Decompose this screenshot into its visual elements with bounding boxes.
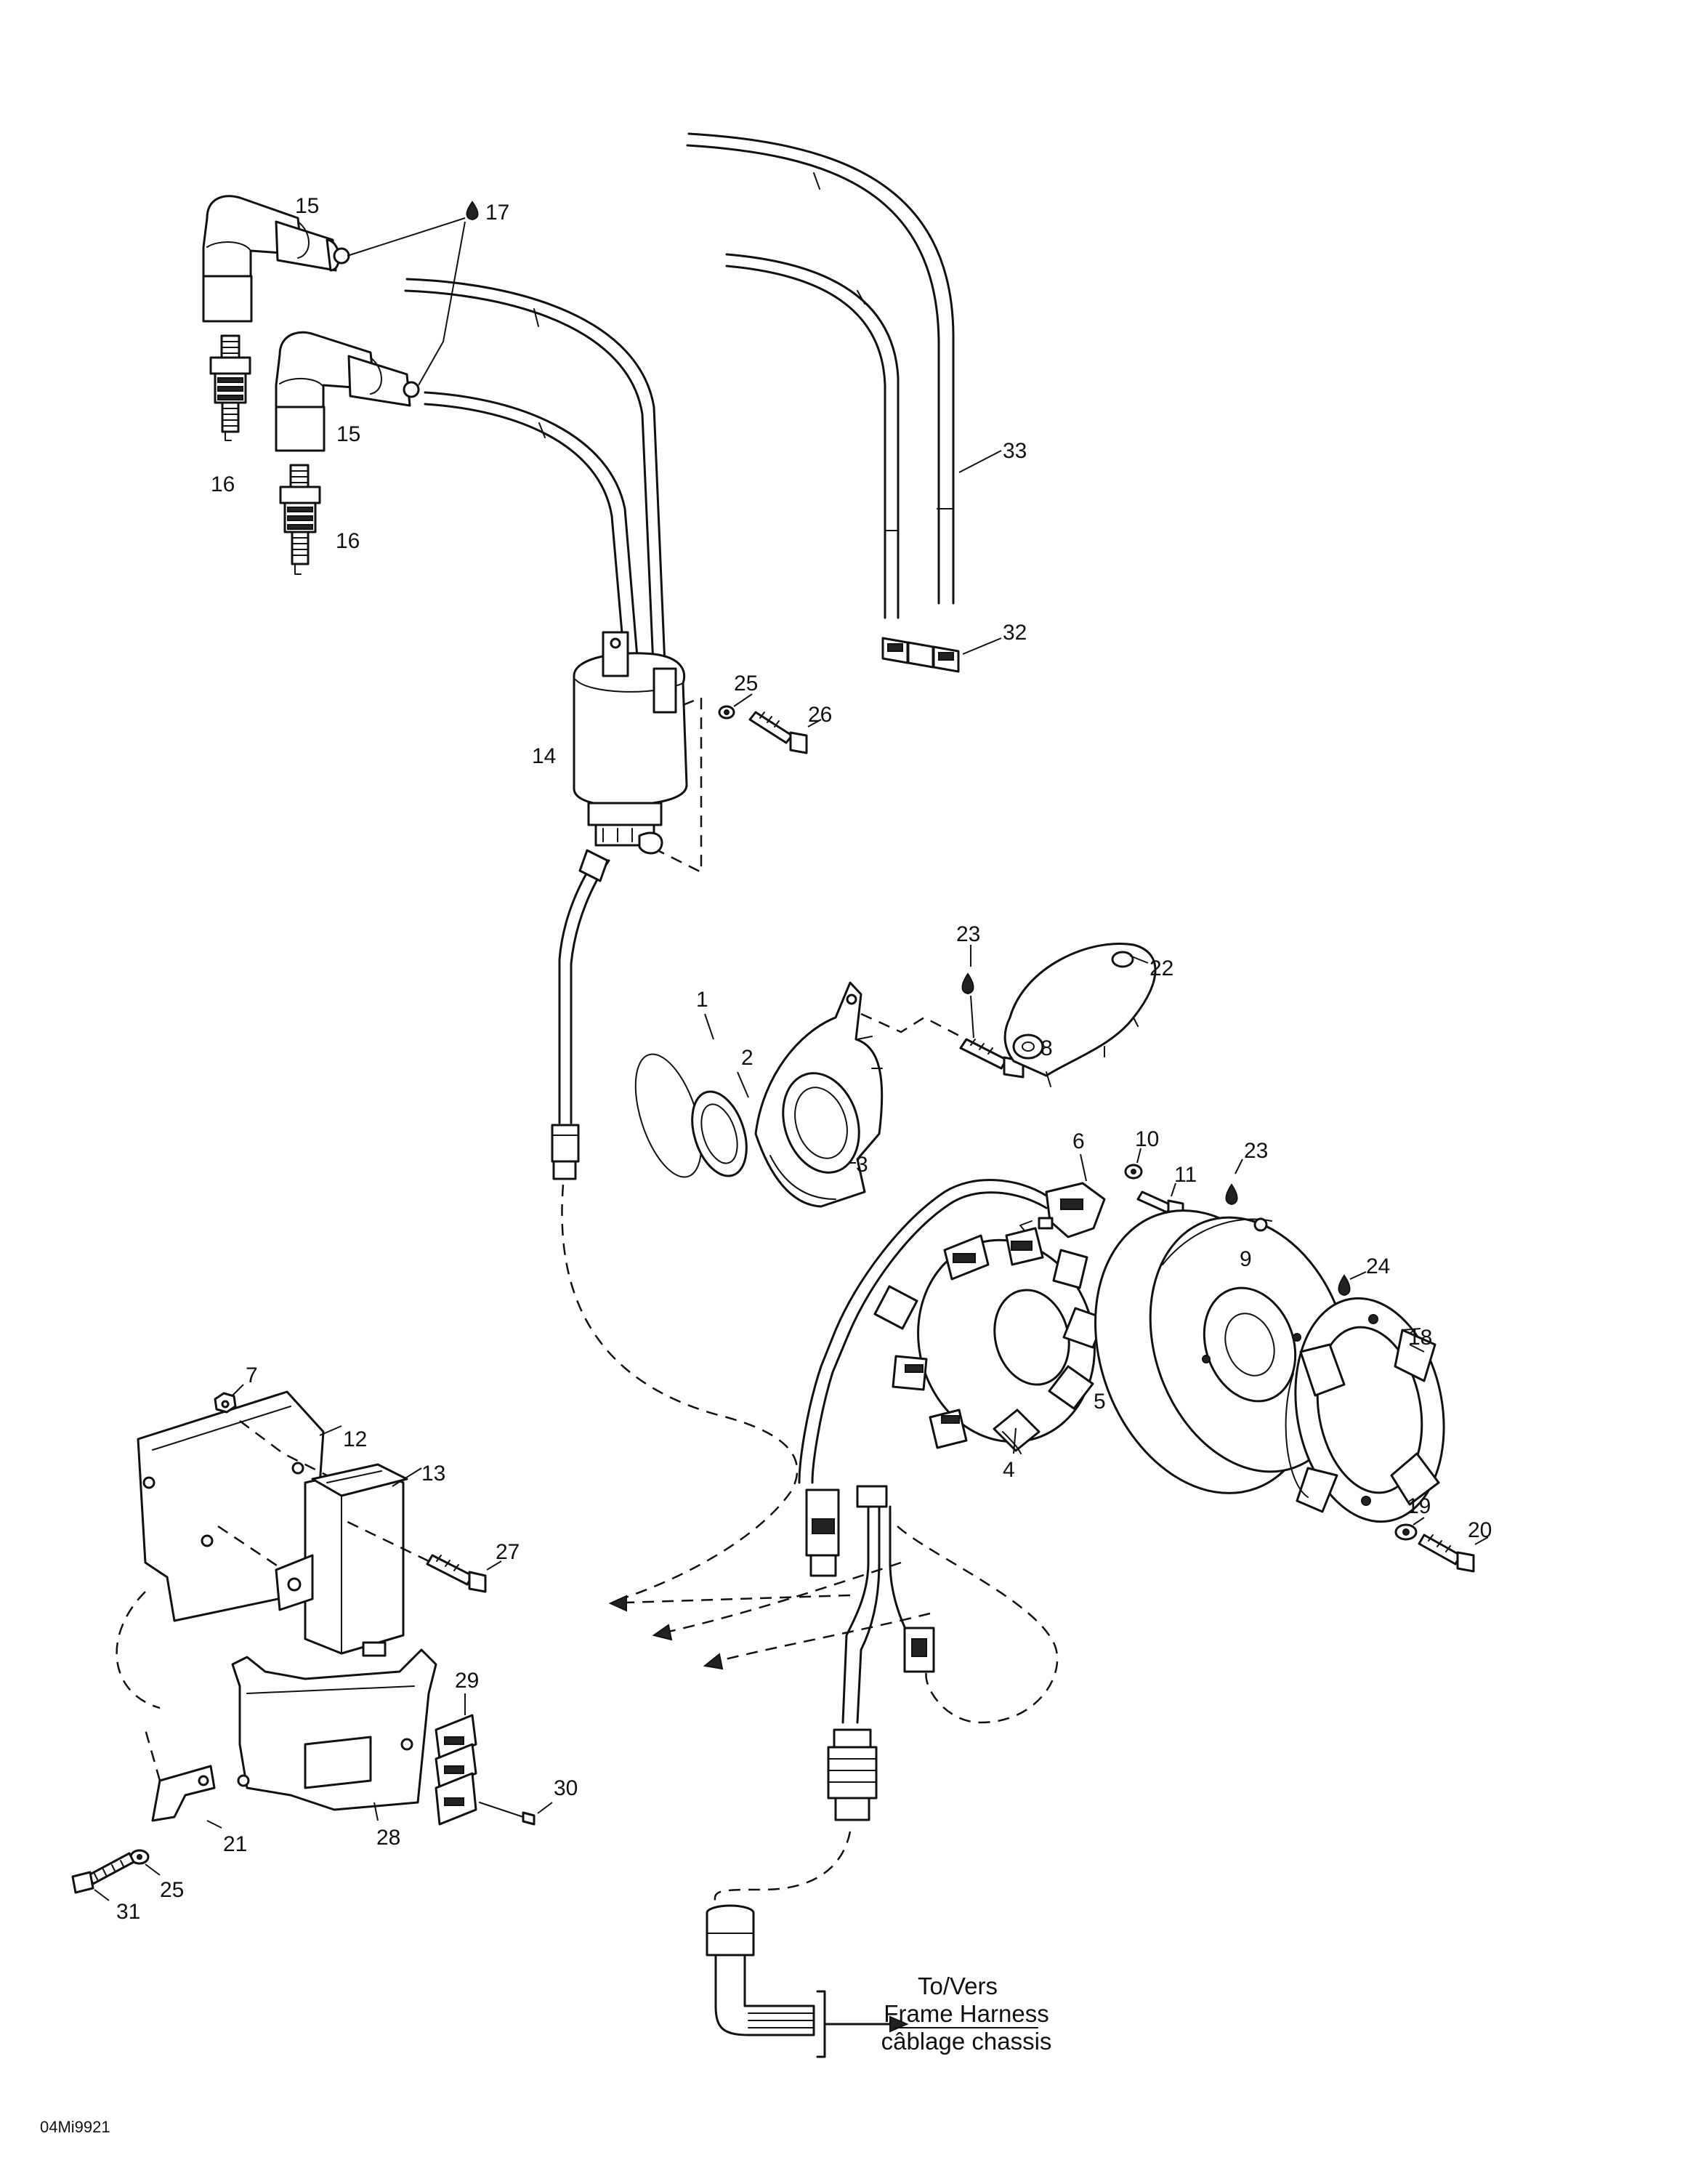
callout-18: 18 [1408, 1326, 1432, 1350]
callout-9: 9 [1240, 1247, 1252, 1271]
trigger-coil-6 [798, 1153, 1106, 1484]
callout-1: 1 [696, 988, 708, 1012]
spark-plug-cap-15-lower [275, 331, 420, 452]
callout-16-upper: 16 [211, 472, 235, 496]
ignition-coil-14 [573, 631, 703, 874]
note-line-to-vers: To/Vers [918, 1973, 998, 1999]
harness-arrows [608, 1561, 931, 1670]
main-wiring-harness [714, 1485, 1059, 1905]
rectifier-regulator-13 [275, 1463, 422, 1657]
callout-20: 20 [1468, 1518, 1492, 1542]
stator-4 [873, 1227, 1106, 1454]
callout-19: 19 [1407, 1494, 1431, 1518]
callout-10: 10 [1135, 1127, 1159, 1151]
callout-labels: 1 2 3 4 5 6 7 8 9 10 11 12 13 14 15 15 1… [116, 194, 1492, 1924]
washer-10 [1124, 1148, 1143, 1180]
callout-8: 8 [1041, 1036, 1053, 1060]
callout-23-lower: 23 [1244, 1139, 1268, 1163]
grease-drop-23-upper [961, 945, 974, 1039]
callout-27: 27 [496, 1540, 520, 1564]
screw-30 [479, 1802, 553, 1826]
oil-seal-2 [691, 1071, 749, 1177]
callout-32: 32 [1003, 621, 1027, 645]
bracket-21 [144, 1729, 222, 1829]
grease-drop-17 [347, 201, 479, 386]
spark-plug-16-lower [279, 464, 321, 575]
grease-drop-24 [1338, 1271, 1367, 1297]
flywheel-5 [1094, 1209, 1351, 1494]
callout-29: 29 [455, 1669, 479, 1693]
callout-17: 17 [485, 201, 509, 225]
nut-7 [214, 1384, 244, 1414]
bolt-31 [71, 1852, 135, 1901]
magneto-housing-3 [754, 981, 884, 1208]
callout-6: 6 [1072, 1129, 1085, 1153]
bolt-26 [748, 711, 822, 754]
callout-22: 22 [1149, 956, 1173, 980]
bolt-20 [1418, 1534, 1489, 1573]
ignition-cable-33 [686, 132, 1002, 619]
callout-23-upper: 23 [956, 922, 980, 946]
spark-plug-cap-15-upper [202, 195, 350, 323]
callout-11: 11 [1174, 1163, 1197, 1187]
callout-30: 30 [554, 1776, 578, 1800]
callout-5: 5 [1094, 1390, 1106, 1414]
frame-harness-connector [706, 1904, 909, 2058]
callout-4: 4 [1003, 1458, 1015, 1482]
callout-16-lower: 16 [336, 529, 360, 553]
callout-25-upper: 25 [734, 672, 758, 696]
figure-code: 04Mi9921 [40, 2118, 110, 2136]
coil-ground-wire [551, 849, 799, 1604]
washer-25-lower [129, 1849, 161, 1876]
callout-15-upper: 15 [295, 194, 319, 218]
callout-25-lower: 25 [160, 1878, 184, 1902]
starter-ring-18 [1285, 1297, 1445, 1523]
callout-3: 3 [856, 1153, 868, 1177]
washer-25-upper [718, 693, 753, 720]
callout-12: 12 [343, 1427, 367, 1451]
callout-26: 26 [808, 703, 832, 727]
callout-7: 7 [246, 1363, 258, 1387]
grease-drop-23-lower [1225, 1159, 1243, 1206]
bolt-27 [341, 1518, 502, 1593]
support-bracket-12 [116, 1390, 342, 1709]
callout-21: 21 [223, 1832, 247, 1856]
callout-15-lower: 15 [336, 422, 360, 446]
frame-harness-note: To/Vers Frame Harness câblage chassis [881, 1973, 1052, 2055]
callout-2: 2 [741, 1046, 753, 1070]
note-line-cablage-chassis: câblage chassis [881, 2028, 1052, 2055]
washer-19 [1394, 1517, 1425, 1541]
terminal-connector-32 [881, 637, 1002, 673]
callout-31: 31 [116, 1900, 140, 1924]
spark-plug-16-upper [209, 334, 251, 441]
callout-28: 28 [376, 1826, 400, 1850]
support-plate-28 [231, 1648, 437, 1821]
cover-22 [1003, 943, 1157, 1087]
callout-14: 14 [532, 744, 556, 768]
connector-block-29 [435, 1693, 477, 1826]
high-tension-wires [404, 278, 666, 685]
note-line-frame-harness: Frame Harness [884, 2000, 1048, 2027]
callout-24: 24 [1366, 1254, 1390, 1278]
callout-13: 13 [421, 1462, 445, 1486]
callout-33: 33 [1003, 439, 1027, 463]
